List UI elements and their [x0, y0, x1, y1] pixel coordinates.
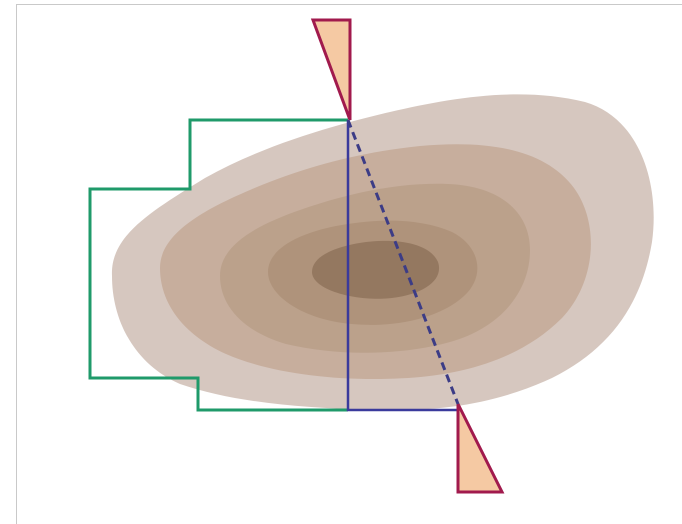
blue-rectangle-outline: [346, 120, 458, 412]
frame-border-top: [16, 4, 682, 5]
bottom-wedge-triangle: [456, 403, 505, 494]
frame-border-left: [16, 4, 17, 524]
green-step-outline: [88, 118, 348, 412]
diagonal-dashed-line: [346, 119, 460, 405]
contour-region-core: [312, 240, 440, 299]
top-wedge-triangle: [310, 18, 352, 121]
contour-blob-group: [111, 94, 654, 411]
